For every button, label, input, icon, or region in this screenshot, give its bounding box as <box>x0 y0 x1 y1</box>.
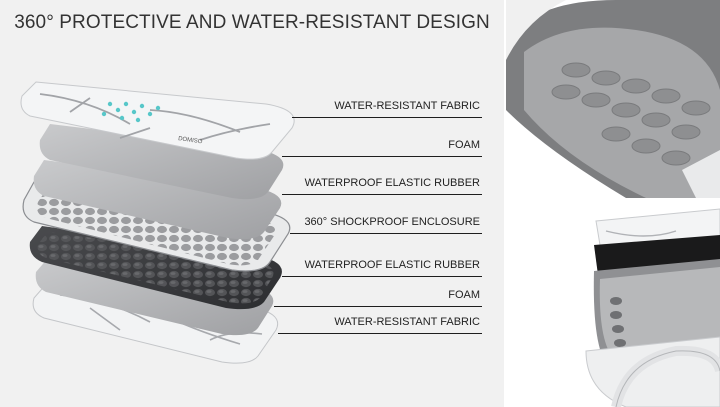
leader-line <box>292 117 482 118</box>
layer-fabric-top: DOMISO <box>20 81 295 160</box>
layer-diagram-panel: 360° PROTECTIVE AND WATER-RESISTANT DESI… <box>0 0 504 407</box>
layers-illustration: DOMISO <box>20 81 295 364</box>
plush-interior-closeup <box>506 0 720 198</box>
leader-line <box>278 333 482 334</box>
leader-line <box>290 233 482 234</box>
leader-line <box>274 306 482 307</box>
layer-rubber-top <box>33 160 282 240</box>
layer-rubber-bottom <box>29 226 282 310</box>
leader-line <box>282 194 482 195</box>
label-waterproof-elastic-rubber-top: WATERPROOF ELASTIC RUBBER <box>304 177 480 189</box>
brand-mark: DOMISO <box>178 136 203 145</box>
layer-foam-top <box>39 124 284 200</box>
layer-foam-bottom <box>35 258 274 336</box>
sleeve-image <box>506 201 720 407</box>
leader-line <box>282 276 482 277</box>
label-foam-top: FOAM <box>448 139 480 151</box>
label-waterproof-elastic-rubber-bottom: WATERPROOF ELASTIC RUBBER <box>304 259 480 271</box>
page-title: 360° PROTECTIVE AND WATER-RESISTANT DESI… <box>14 12 490 33</box>
leader-line <box>282 156 482 157</box>
label-foam-bottom: FOAM <box>448 289 480 301</box>
plush-interior-image <box>506 0 720 198</box>
label-shockproof-enclosure: 360° SHOCKPROOF ENCLOSURE <box>304 216 480 228</box>
sleeve-with-handle-photo <box>506 201 720 407</box>
label-water-resistant-fabric-bottom: WATER-RESISTANT FABRIC <box>334 316 480 328</box>
label-water-resistant-fabric-top: WATER-RESISTANT FABRIC <box>334 100 480 112</box>
